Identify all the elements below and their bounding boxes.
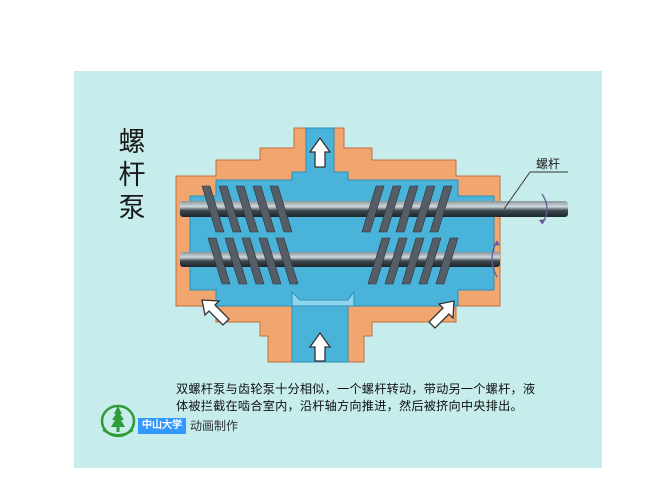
screw-thread [429,185,453,233]
screw-thread [401,237,425,285]
screw-thread [235,185,259,233]
title-char-3: 泵 [118,193,146,224]
left-screw-threads [201,185,299,285]
university-emblem-icon [100,404,136,438]
flow-arrow-diagonal-icon [201,299,230,326]
callout-label: 螺杆 [536,157,560,171]
rotation-arrow-icon [493,241,500,246]
screw-thread [269,185,293,233]
screw-thread [395,185,419,233]
callout-leader [503,171,531,210]
description-line-2: 体被拦截在啮合室内，沿杆轴方向推进，然后被挤向中央排出。 [176,399,523,413]
flow-arrow-up-icon [308,331,332,362]
rotation-arrow-icon [539,219,546,224]
title-char-1: 螺 [118,127,146,158]
screw-thread [412,185,436,233]
screw-thread [367,237,391,285]
screw-thread [361,185,385,233]
credit-text: 动画制作 [190,419,239,433]
screw-thread [218,185,242,233]
screw-thread [384,237,408,285]
description-line-1: 双螺杆泵与齿轮泵十分相似，一个螺杆转动，带动另一个螺杆，液 [176,382,536,396]
screw-thread [224,237,248,285]
screw-thread [252,185,276,233]
right-screw-threads [361,185,459,285]
screw-thread [241,237,265,285]
screw-thread [275,237,299,285]
screw-thread [418,237,442,285]
screw-thread [435,237,459,285]
university-badge: 中山大学 [138,418,186,434]
flow-arrow-up-icon [308,136,332,168]
description-text: 双螺杆泵与齿轮泵十分相似，一个螺杆转动，带动另一个螺杆，液 体被拦截在啮合室内，… [176,381,576,415]
flow-arrow-diagonal-icon [428,300,455,329]
screw-thread [258,237,282,285]
screw-thread [201,185,225,233]
screw-thread [378,185,402,233]
page-title: 螺 杆 泵 [114,126,150,225]
center-cavity [291,290,355,307]
lower-shaft [180,252,500,267]
title-char-2: 杆 [118,160,146,191]
screw-thread [207,237,231,285]
